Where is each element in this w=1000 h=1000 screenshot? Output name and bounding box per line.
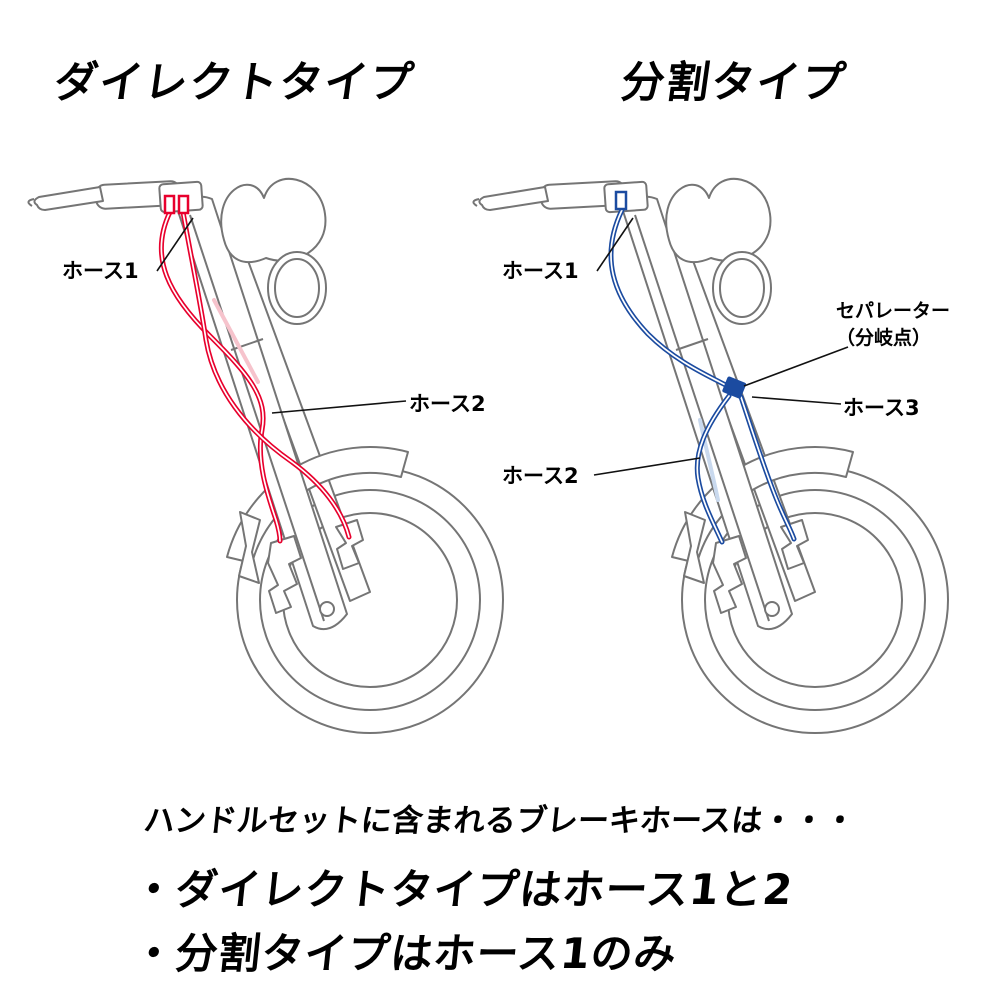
footer-bullet-direct: ・ダイレクトタイプはホース1と2 — [130, 865, 796, 914]
leader-split-hose2 — [593, 457, 701, 476]
hose-behind-fork-hint — [698, 418, 720, 502]
direct-hoses — [158, 194, 352, 544]
label-direct-hose2: ホース2 — [409, 392, 486, 416]
title-split-type: 分割タイプ — [617, 58, 850, 108]
leader-lines — [156, 217, 849, 476]
label-separator: セパレーター （分岐点） — [836, 298, 950, 351]
split-hose1-core — [610, 209, 730, 388]
direct-hose1-core — [160, 211, 281, 542]
leader-direct-hose2 — [271, 400, 407, 414]
leader-split-hose1 — [596, 217, 634, 272]
footer-intro-text: ハンドルセットに含まれるブレーキホースは・・・ — [142, 803, 858, 839]
banjo-fitting-2 — [177, 194, 190, 215]
label-split-hose3: ホース3 — [843, 396, 920, 420]
footer-bullet-split: ・分割タイプはホース1のみ — [130, 929, 680, 978]
hose-behind-fork-hint — [212, 298, 260, 384]
leader-direct-hose1 — [156, 217, 194, 272]
title-direct-type: ダイレクトタイプ — [50, 58, 418, 108]
split-hose3-core — [740, 396, 795, 540]
banjo-fitting-1 — [163, 194, 176, 215]
split-hoses — [608, 190, 797, 545]
banjo-fitting — [614, 190, 628, 211]
leader-split-hose3 — [751, 396, 842, 405]
label-direct-hose1: ホース1 — [62, 259, 139, 283]
direct-hose2-core — [182, 211, 350, 538]
separator-block — [722, 376, 747, 399]
label-split-hose2: ホース2 — [502, 464, 579, 488]
split-hose2-core — [696, 395, 730, 543]
label-split-hose1: ホース1 — [502, 259, 579, 283]
label-separator-line2: （分岐点） — [836, 326, 932, 349]
label-separator-line1: セパレーター — [836, 300, 951, 322]
leader-separator — [743, 346, 849, 387]
